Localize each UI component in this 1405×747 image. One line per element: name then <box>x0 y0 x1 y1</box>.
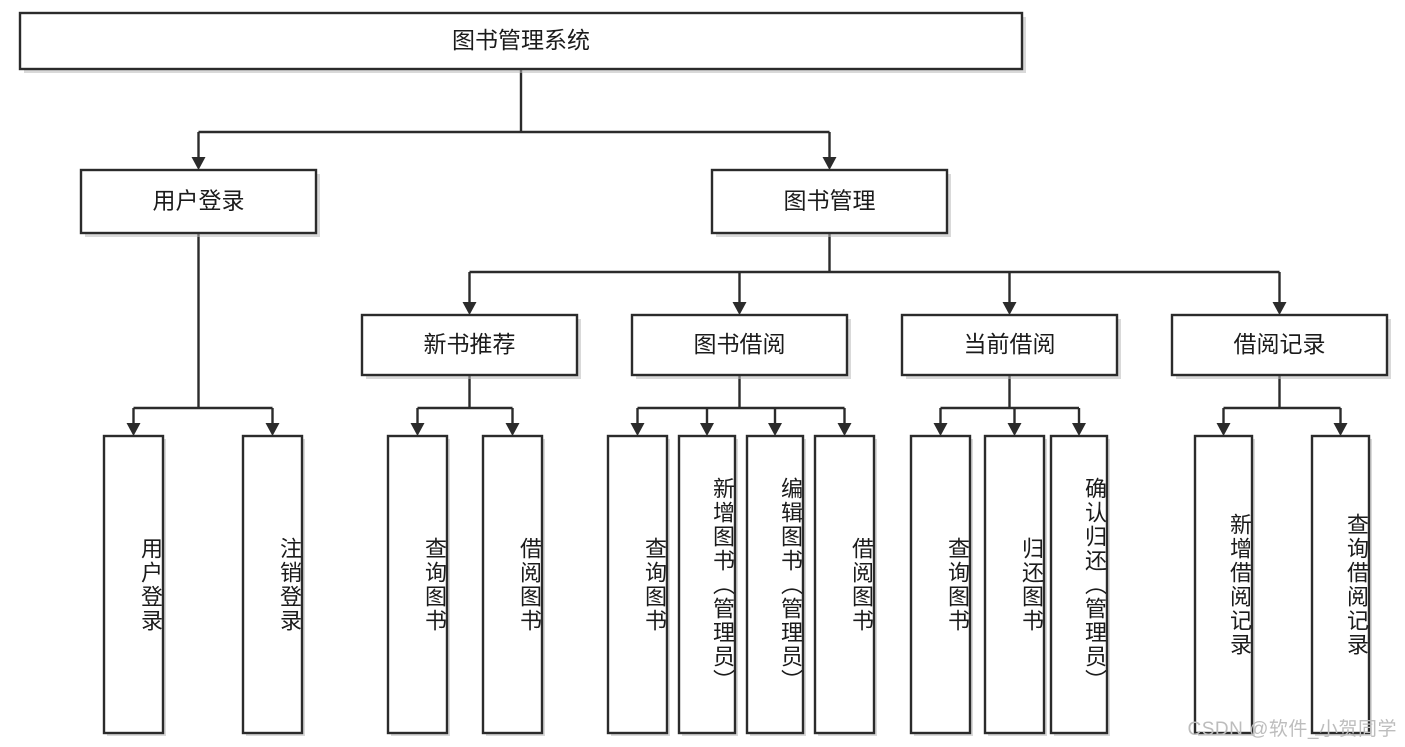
leaf-node-12[interactable] <box>1310 434 1372 736</box>
node-label: 图书管理系统 <box>452 27 590 53</box>
node-rect[interactable] <box>677 434 737 735</box>
node-rect[interactable] <box>745 434 805 735</box>
leaf-node-5[interactable] <box>677 434 738 736</box>
arrow-head <box>700 423 714 436</box>
leaf-node-9[interactable] <box>983 434 1047 736</box>
arrow-head <box>732 302 747 315</box>
arrow-head <box>1007 423 1022 436</box>
leaf-node-8[interactable] <box>909 434 973 736</box>
node-rect[interactable] <box>386 434 449 735</box>
node-rect[interactable] <box>606 434 669 735</box>
node-label: 图书管理 <box>784 188 876 214</box>
level3-node-1[interactable]: 图书借阅 <box>630 313 851 379</box>
level3-node-3[interactable]: 借阅记录 <box>1170 313 1391 379</box>
node-rect[interactable] <box>1193 434 1254 735</box>
node-rect[interactable] <box>241 434 304 735</box>
arrow-head <box>126 423 141 436</box>
node-rect[interactable] <box>813 434 876 735</box>
node-rect[interactable] <box>18 11 1024 71</box>
leaf-node-0[interactable] <box>102 434 166 736</box>
node-label: 图书借阅 <box>694 331 786 357</box>
arrow-head <box>462 302 477 315</box>
arrow-head <box>1333 423 1348 436</box>
node-rect[interactable] <box>1049 434 1109 735</box>
node-rect[interactable] <box>909 434 972 735</box>
arrow-head <box>933 423 948 436</box>
node-rect[interactable] <box>1310 434 1371 735</box>
connectors-layer <box>126 69 1348 436</box>
arrow-head <box>1002 302 1017 315</box>
node-rect[interactable] <box>710 168 949 235</box>
leaf-node-1[interactable] <box>241 434 305 736</box>
arrow-head <box>630 423 645 436</box>
arrow-head <box>1272 302 1287 315</box>
leaf-node-4[interactable] <box>606 434 670 736</box>
arrow-head <box>1216 423 1231 436</box>
node-rect[interactable] <box>481 434 544 735</box>
node-rect[interactable] <box>102 434 165 735</box>
leaf-node-10[interactable] <box>1049 434 1110 736</box>
leaf-node-2[interactable] <box>386 434 450 736</box>
arrow-head <box>768 423 782 436</box>
arrow-head <box>191 157 206 170</box>
leaf-node-3[interactable] <box>481 434 545 736</box>
node-rect[interactable] <box>900 313 1119 377</box>
watermark-credit: CSDN @软件_小贺同学 <box>1187 719 1397 740</box>
level2-node-1[interactable]: 图书管理 <box>710 168 951 237</box>
node-rect[interactable] <box>360 313 579 377</box>
level3-node-2[interactable]: 当前借阅 <box>900 313 1121 379</box>
node-rect[interactable] <box>1170 313 1389 377</box>
leaf-node-6[interactable] <box>745 434 806 736</box>
node-label: 当前借阅 <box>964 331 1056 357</box>
node-rect[interactable] <box>79 168 318 235</box>
arrow-head <box>822 157 837 170</box>
level3-node-0[interactable]: 新书推荐 <box>360 313 581 379</box>
arrow-head <box>265 423 280 436</box>
arrow-head <box>505 423 520 436</box>
arrow-head <box>1072 423 1086 436</box>
node-label: 借阅记录 <box>1234 331 1326 357</box>
node-rect[interactable] <box>983 434 1046 735</box>
node-label: 新书推荐 <box>424 331 516 357</box>
arrow-head <box>837 423 852 436</box>
leaf-node-7[interactable] <box>813 434 877 736</box>
arrow-head <box>410 423 425 436</box>
node-label: 用户登录 <box>153 188 245 214</box>
node-rect[interactable] <box>630 313 849 377</box>
level2-node-0[interactable]: 用户登录 <box>79 168 320 237</box>
leaf-node-11[interactable] <box>1193 434 1255 736</box>
root-node[interactable]: 图书管理系统 <box>18 11 1026 73</box>
